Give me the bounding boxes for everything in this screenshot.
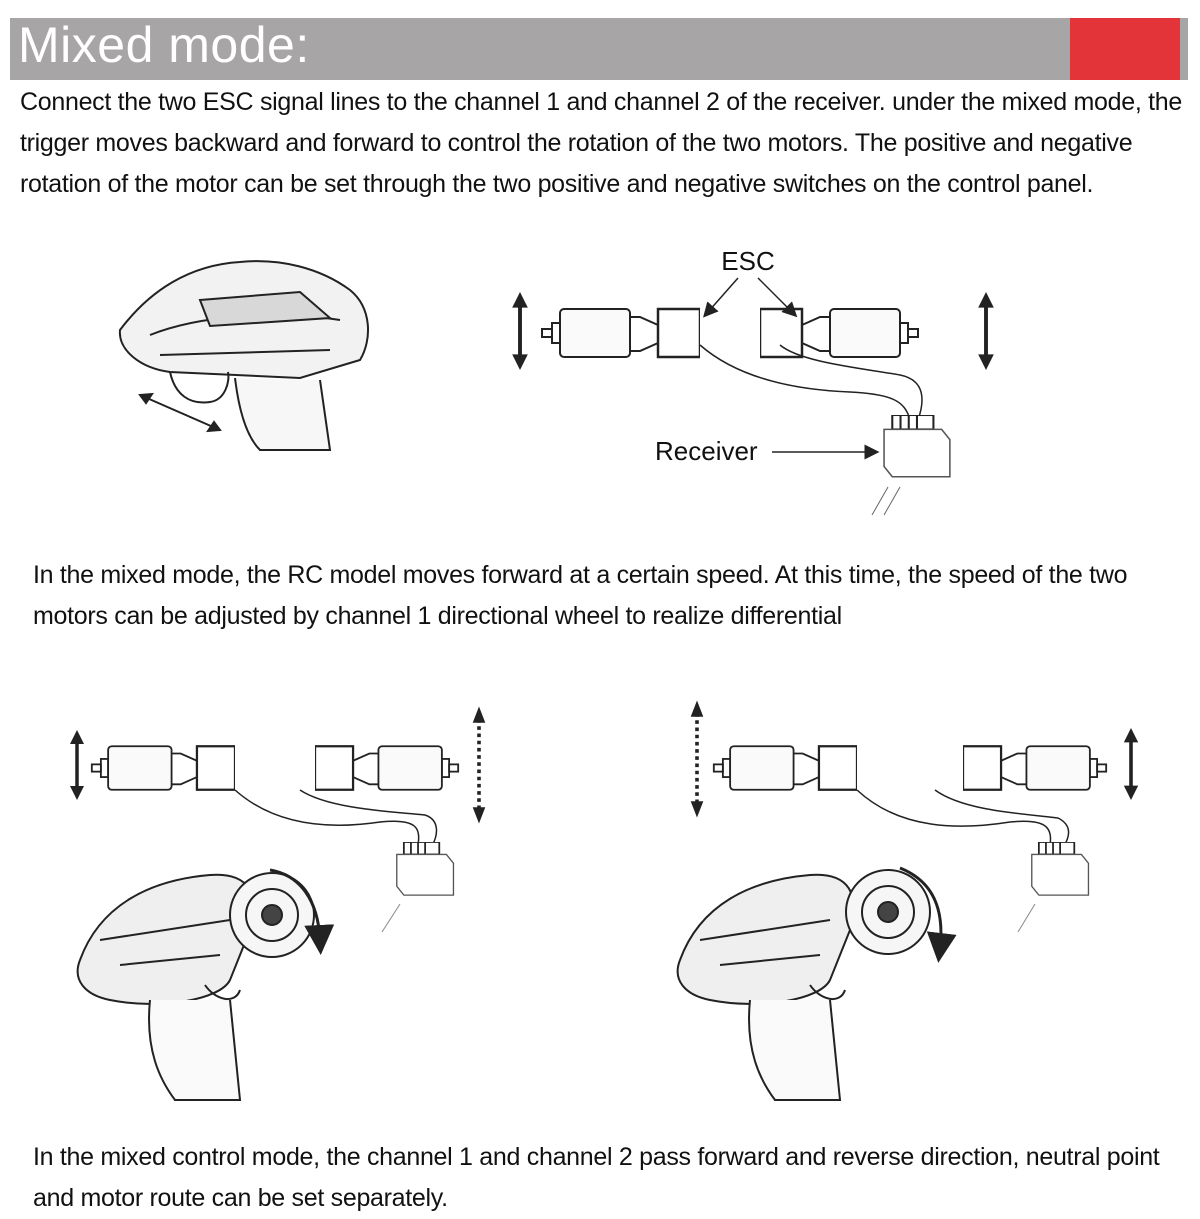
page-title: Mixed mode: (18, 17, 310, 73)
wiring-diagram-top: ESC Receiver (510, 246, 996, 516)
wiring-diagram-bottom-left (68, 704, 488, 1101)
section-header: Mixed mode: (10, 17, 1188, 80)
differential-paragraph: In the mixed mode, the RC model moves fo… (33, 561, 1128, 630)
wiring-diagram-bottom-right (676, 701, 1140, 1101)
receiver-label: Receiver (655, 436, 758, 466)
esc-label: ESC (721, 246, 774, 276)
transmitter-trigger-illustration (118, 260, 369, 451)
intro-paragraph: Connect the two ESC signal lines to the … (20, 88, 1183, 198)
separate-settings-paragraph: In the mixed control mode, the channel 1… (33, 1143, 1160, 1212)
header-accent-block (1070, 18, 1180, 80)
